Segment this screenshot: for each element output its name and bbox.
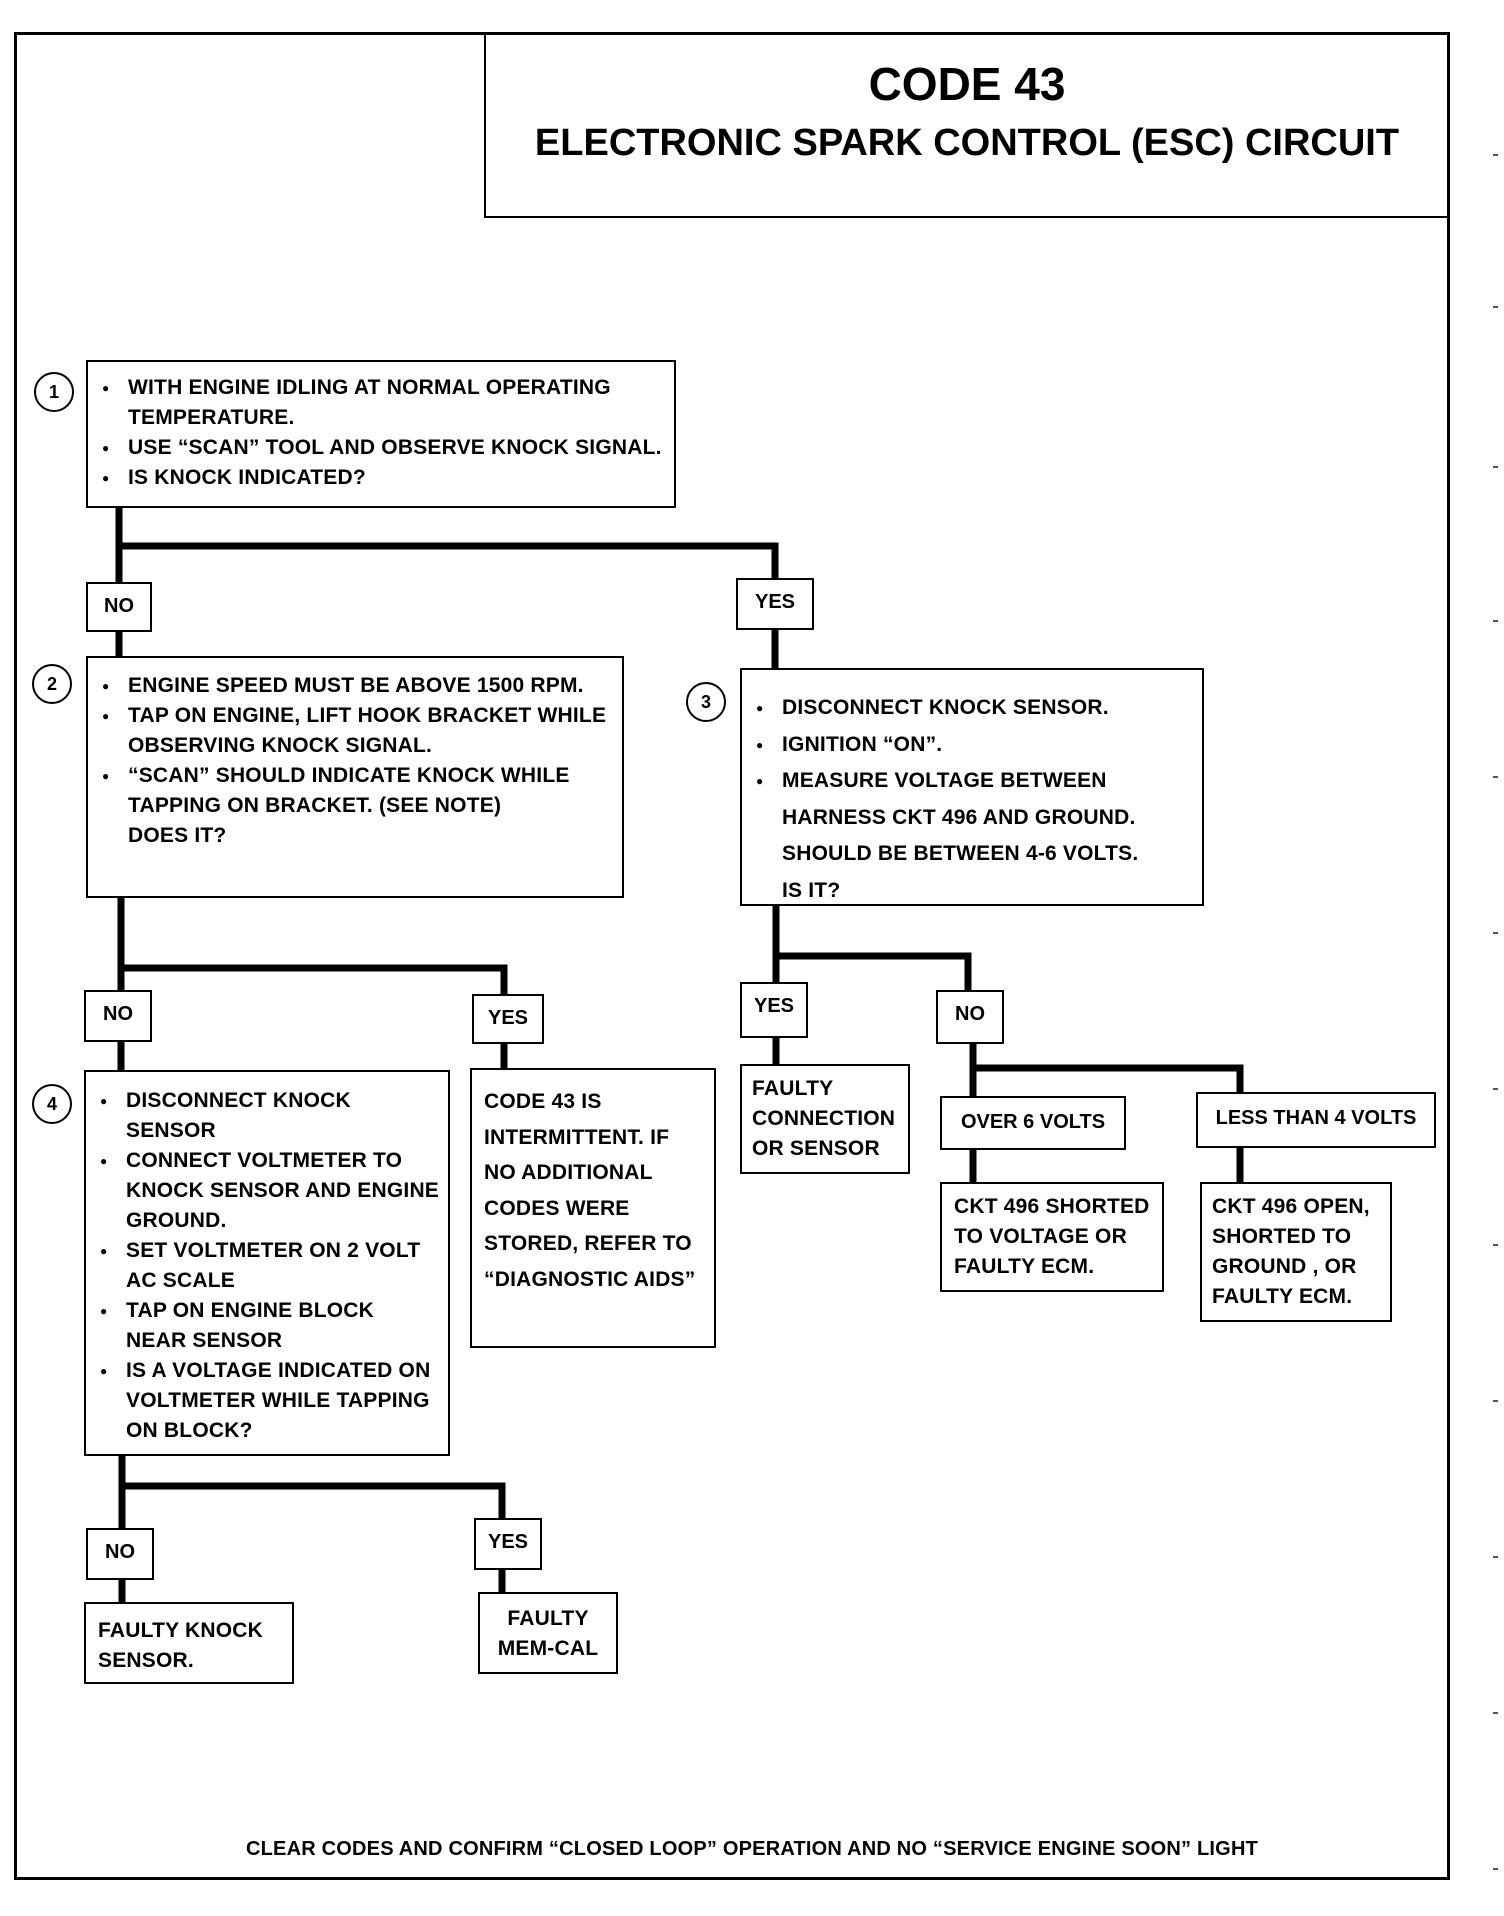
answer-no-step4: NO bbox=[86, 1528, 154, 1580]
step-4-bullet: TAP ON ENGINE BLOCK NEAR SENSOR bbox=[92, 1296, 440, 1356]
step-3-bullet: DISCONNECT KNOCK SENSOR. bbox=[748, 690, 1192, 727]
result-faulty-connection: FAULTY CONNECTION OR SENSOR bbox=[740, 1064, 910, 1174]
page-subtitle: ELECTRONIC SPARK CONTROL (ESC) CIRCUIT bbox=[534, 122, 1400, 164]
edge-tick bbox=[1493, 1400, 1498, 1402]
answer-no-step2: NO bbox=[84, 990, 152, 1042]
connector-no3-split bbox=[969, 1040, 1244, 1096]
step-1-bullet: USE “SCAN” TOOL AND OBSERVE KNOCK SIGNAL… bbox=[94, 433, 664, 463]
step-number-1: 1 bbox=[34, 372, 74, 412]
step-number-4: 4 bbox=[32, 1084, 72, 1124]
condition-over-6-volts: OVER 6 VOLTS bbox=[940, 1096, 1126, 1150]
edge-tick bbox=[1493, 1556, 1498, 1558]
result-faulty-mem-cal: FAULTY MEM-CAL bbox=[478, 1592, 618, 1674]
answer-yes-step3: YES bbox=[740, 982, 808, 1038]
connector-step4-split bbox=[118, 1452, 506, 1520]
title-block: CODE 43 ELECTRONIC SPARK CONTROL (ESC) C… bbox=[484, 32, 1450, 218]
edge-tick bbox=[1493, 1868, 1498, 1870]
step-number-2: 2 bbox=[32, 664, 72, 704]
step-4-box: DISCONNECT KNOCK SENSOR CONNECT VOLTMETE… bbox=[84, 1070, 450, 1456]
step-3-question: IS IT? bbox=[782, 878, 841, 902]
answer-yes-step1: YES bbox=[736, 578, 814, 630]
edge-tick bbox=[1493, 932, 1498, 934]
step-2-bullet: ENGINE SPEED MUST BE ABOVE 1500 RPM. bbox=[94, 671, 612, 701]
result-shorted-to-voltage: CKT 496 SHORTED TO VOLTAGE OR FAULTY ECM… bbox=[940, 1182, 1164, 1292]
connector-step1-split bbox=[115, 504, 779, 582]
step-4-bullet: SET VOLTMETER ON 2 VOLT AC SCALE bbox=[92, 1236, 440, 1296]
connector-step2-split bbox=[117, 894, 508, 998]
page-title: CODE 43 bbox=[868, 58, 1066, 110]
edge-tick bbox=[1493, 154, 1498, 156]
result-faulty-knock-sensor: FAULTY KNOCK SENSOR. bbox=[84, 1602, 294, 1684]
step-2-bullet: “SCAN” SHOULD INDICATE KNOCK WHILE TAPPI… bbox=[94, 761, 612, 821]
step-2-bullet: TAP ON ENGINE, LIFT HOOK BRACKET WHILE O… bbox=[94, 701, 612, 761]
step-2-box: ENGINE SPEED MUST BE ABOVE 1500 RPM. TAP… bbox=[86, 656, 624, 898]
edge-tick bbox=[1493, 306, 1498, 308]
answer-no-step3: NO bbox=[936, 990, 1004, 1044]
step-3-bullet: IGNITION “ON”. bbox=[748, 727, 1192, 764]
result-intermittent: CODE 43 IS INTERMITTENT. IF NO ADDITIONA… bbox=[470, 1068, 716, 1348]
connector-step3-split bbox=[772, 902, 972, 998]
answer-no-step1: NO bbox=[86, 582, 152, 632]
condition-less-than-4-volts: LESS THAN 4 VOLTS bbox=[1196, 1092, 1436, 1148]
result-open-or-grounded: CKT 496 OPEN, SHORTED TO GROUND , OR FAU… bbox=[1200, 1182, 1392, 1322]
step-number-3: 3 bbox=[686, 682, 726, 722]
scan-edge-marks bbox=[1490, 0, 1498, 1916]
answer-yes-step4: YES bbox=[474, 1518, 542, 1570]
step-4-bullet: CONNECT VOLTMETER TO KNOCK SENSOR AND EN… bbox=[92, 1146, 440, 1236]
step-3-bullet: MEASURE VOLTAGE BETWEEN HARNESS CKT 496 … bbox=[748, 763, 1192, 873]
step-1-bullet: WITH ENGINE IDLING AT NORMAL OPERATING T… bbox=[94, 373, 664, 433]
edge-tick bbox=[1493, 1712, 1498, 1714]
step-4-bullet: DISCONNECT KNOCK SENSOR bbox=[92, 1086, 440, 1146]
step-1-box: WITH ENGINE IDLING AT NORMAL OPERATING T… bbox=[86, 360, 676, 508]
edge-tick bbox=[1493, 1244, 1498, 1246]
answer-yes-step2: YES bbox=[472, 994, 544, 1044]
edge-tick bbox=[1493, 776, 1498, 778]
footer-instruction: CLEAR CODES AND CONFIRM “CLOSED LOOP” OP… bbox=[245, 1838, 1258, 1860]
edge-tick bbox=[1493, 466, 1498, 468]
edge-tick bbox=[1493, 620, 1498, 622]
edge-tick bbox=[1493, 1088, 1498, 1090]
step-3-box: DISCONNECT KNOCK SENSOR. IGNITION “ON”. … bbox=[740, 668, 1204, 906]
step-1-bullet: IS KNOCK INDICATED? bbox=[94, 463, 664, 493]
step-2-question: DOES IT? bbox=[128, 824, 227, 847]
step-4-bullet: IS A VOLTAGE INDICATED ON VOLTMETER WHIL… bbox=[92, 1356, 440, 1446]
